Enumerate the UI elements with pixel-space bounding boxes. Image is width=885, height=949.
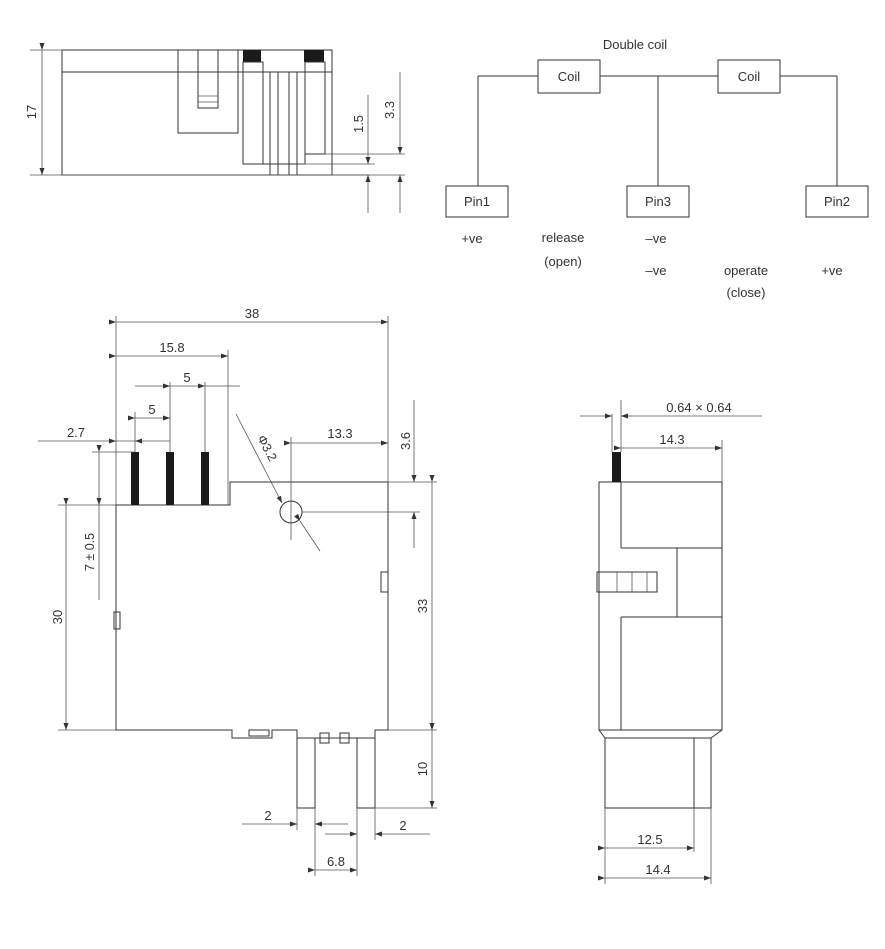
pin-height-label: 7 ± 0.5 bbox=[83, 533, 97, 571]
coil-schematic: Double coil Coil Coil Pin1 Pin3 Pin2 +ve… bbox=[445, 37, 869, 300]
release-label: release bbox=[542, 230, 585, 245]
pin-to-edge-label: 14.3 bbox=[659, 432, 684, 447]
operate-pin3-polarity: –ve bbox=[646, 263, 667, 278]
terminal-left-label: 2 bbox=[264, 808, 271, 823]
pin3-box bbox=[626, 185, 690, 218]
body-right-height-label: 33 bbox=[415, 599, 430, 613]
pitch-upper-label: 5 bbox=[183, 370, 190, 385]
side-dim-small-label: 1.5 bbox=[351, 115, 366, 133]
coil-left-label: Coil bbox=[558, 69, 581, 84]
terminal-spacing-label: 6.8 bbox=[327, 854, 345, 869]
pin2-label: Pin2 bbox=[824, 194, 850, 209]
terminal-right-label: 2 bbox=[399, 818, 406, 833]
pin2-box bbox=[805, 185, 869, 218]
hole-diameter-label: Φ3.2 bbox=[254, 433, 279, 464]
pin-middle bbox=[166, 452, 174, 505]
terminal-length-label: 10 bbox=[415, 762, 430, 776]
end-view-pin bbox=[612, 452, 621, 482]
side-height-label: 17 bbox=[24, 105, 39, 119]
hole-top-label: 3.6 bbox=[398, 432, 413, 450]
pin-section-label: 0.64 × 0.64 bbox=[666, 400, 731, 415]
pitch-lower-label: 5 bbox=[148, 402, 155, 417]
coil-right-box bbox=[717, 59, 781, 94]
pin-span-label: 15.8 bbox=[159, 340, 184, 355]
base-outer-label: 14.4 bbox=[645, 862, 670, 877]
coil-right-label: Coil bbox=[738, 69, 761, 84]
coil-left-box bbox=[537, 59, 601, 94]
width-total-label: 38 bbox=[245, 306, 259, 321]
pin-left bbox=[131, 452, 139, 505]
body-left-height-label: 30 bbox=[50, 610, 65, 624]
front-view: Φ3.2 38 15.8 5 bbox=[38, 306, 437, 876]
release-sub-label: (open) bbox=[544, 254, 582, 269]
release-pin3-polarity: –ve bbox=[646, 231, 667, 246]
operate-pin2-polarity: +ve bbox=[821, 263, 842, 278]
release-pin1-polarity: +ve bbox=[461, 231, 482, 246]
pin-offset-label: 2.7 bbox=[67, 425, 85, 440]
operate-sub-label: (close) bbox=[726, 285, 765, 300]
pin1-box bbox=[445, 185, 509, 218]
side-view: 17 1.5 3.3 bbox=[24, 43, 405, 213]
schematic-title: Double coil bbox=[603, 37, 667, 52]
operate-label: operate bbox=[724, 263, 768, 278]
side-dim-large-label: 3.3 bbox=[382, 101, 397, 119]
pin3-label: Pin3 bbox=[645, 194, 671, 209]
pin1-label: Pin1 bbox=[464, 194, 490, 209]
end-view: 0.64 × 0.64 14.3 12.5 14.4 bbox=[580, 400, 762, 884]
pin-right bbox=[201, 452, 209, 505]
base-inner-label: 12.5 bbox=[637, 832, 662, 847]
hole-offset-label: 13.3 bbox=[327, 426, 352, 441]
